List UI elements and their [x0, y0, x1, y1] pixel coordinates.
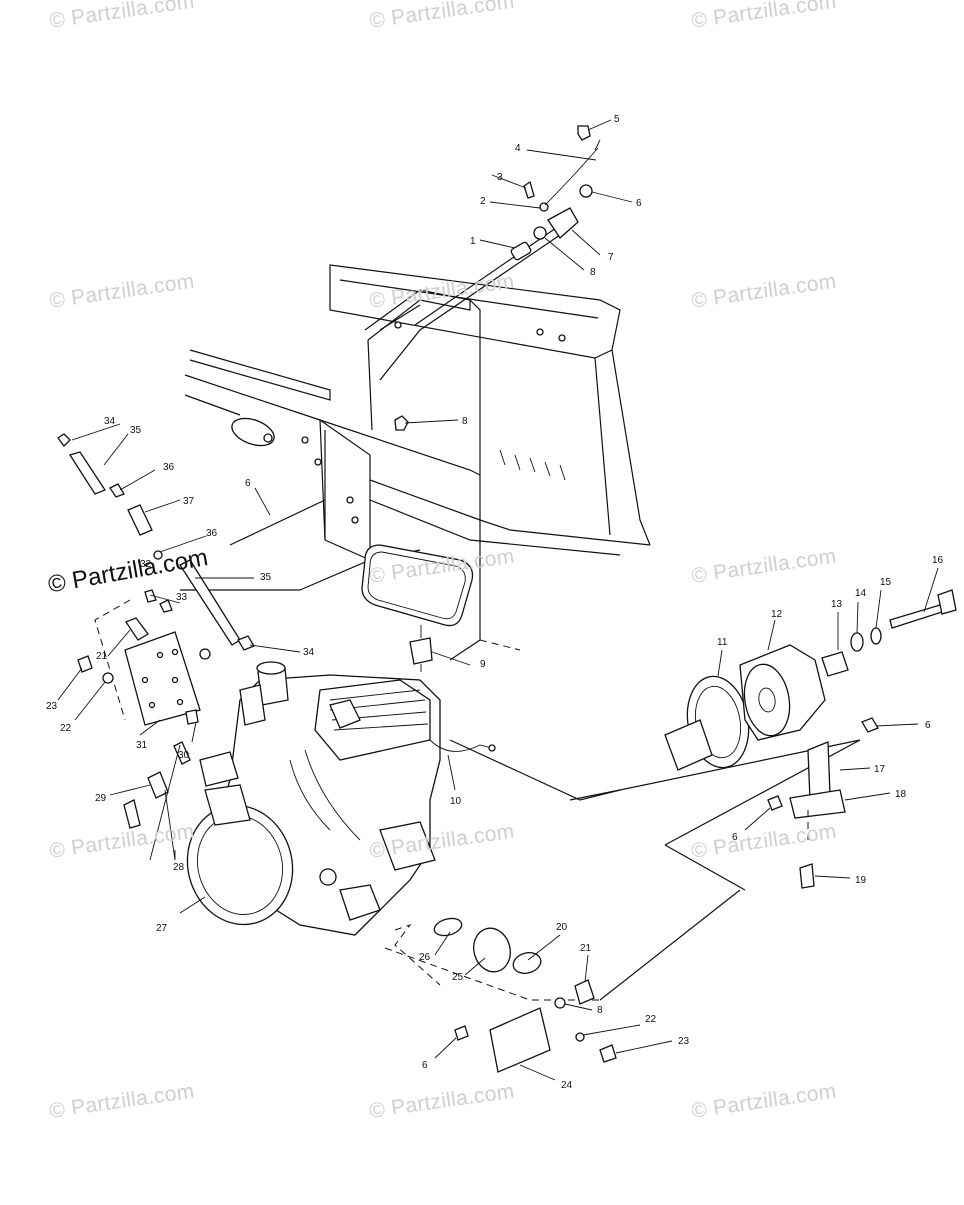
callout-label: 35 — [260, 572, 272, 583]
callout-label: 18 — [895, 789, 907, 800]
throttle-cable-assembly — [379, 125, 601, 431]
callout-label: 9 — [480, 659, 486, 670]
engine-mount-bracket — [433, 917, 617, 1073]
callout-numbers: 5 4 3 2 1 6 7 8 8 6 34 35 36 37 36 32 33… — [46, 114, 944, 1091]
chassis-frame — [180, 264, 651, 661]
drive-clutch-assembly — [449, 589, 957, 1001]
callout-label: 4 — [515, 143, 521, 154]
callout-label: 6 — [636, 198, 642, 209]
callout-label: 37 — [183, 496, 195, 507]
callout-label: 21 — [580, 943, 592, 954]
callout-label: 11 — [717, 637, 728, 648]
callout-label: 26 — [419, 952, 431, 963]
callout-label: 12 — [771, 609, 783, 620]
callout-label: 24 — [561, 1080, 573, 1091]
callout-label: 8 — [462, 416, 468, 427]
callout-label: 17 — [874, 764, 886, 775]
callout-label: 5 — [614, 114, 620, 125]
callout-label: 8 — [597, 1005, 603, 1016]
callout-label: 30 — [178, 750, 190, 761]
callout-label: 13 — [831, 599, 843, 610]
callout-label: 35 — [130, 425, 142, 436]
callout-label: 7 — [608, 252, 614, 263]
callout-label: 6 — [245, 478, 251, 489]
callout-label: 25 — [452, 972, 464, 983]
callout-label: 6 — [925, 720, 931, 731]
callout-label: 10 — [450, 796, 462, 807]
callout-label: 31 — [136, 740, 148, 751]
callout-label: 36 — [206, 528, 218, 539]
callout-label: 19 — [855, 875, 867, 886]
callout-label: 23 — [678, 1036, 690, 1047]
callout-label: 34 — [303, 647, 315, 658]
callout-label: 32 — [140, 559, 152, 570]
callout-label: 34 — [104, 416, 116, 427]
callout-label: 2 — [480, 196, 486, 207]
callout-label: 8 — [590, 267, 596, 278]
callout-label: 20 — [556, 922, 568, 933]
callout-label: 15 — [880, 577, 892, 588]
callout-label: 28 — [173, 862, 185, 873]
callout-label: 1 — [470, 236, 476, 247]
callout-label: 33 — [176, 592, 188, 603]
callout-label: 3 — [497, 172, 503, 183]
callout-label: 22 — [645, 1014, 657, 1025]
callout-label: 27 — [156, 923, 168, 934]
callout-label: 6 — [732, 832, 738, 843]
callout-label: 14 — [855, 588, 867, 599]
callout-label: 21 — [96, 651, 108, 662]
fuel-line-assembly — [57, 433, 255, 861]
callout-label: 16 — [932, 555, 944, 566]
callout-label: 22 — [60, 723, 72, 734]
engine-assembly — [186, 625, 600, 1001]
callout-label: 23 — [46, 701, 58, 712]
callout-label: 29 — [95, 793, 107, 804]
callout-label: 6 — [422, 1060, 428, 1071]
callout-label: 36 — [163, 462, 175, 473]
leader-lines — [57, 119, 939, 1081]
